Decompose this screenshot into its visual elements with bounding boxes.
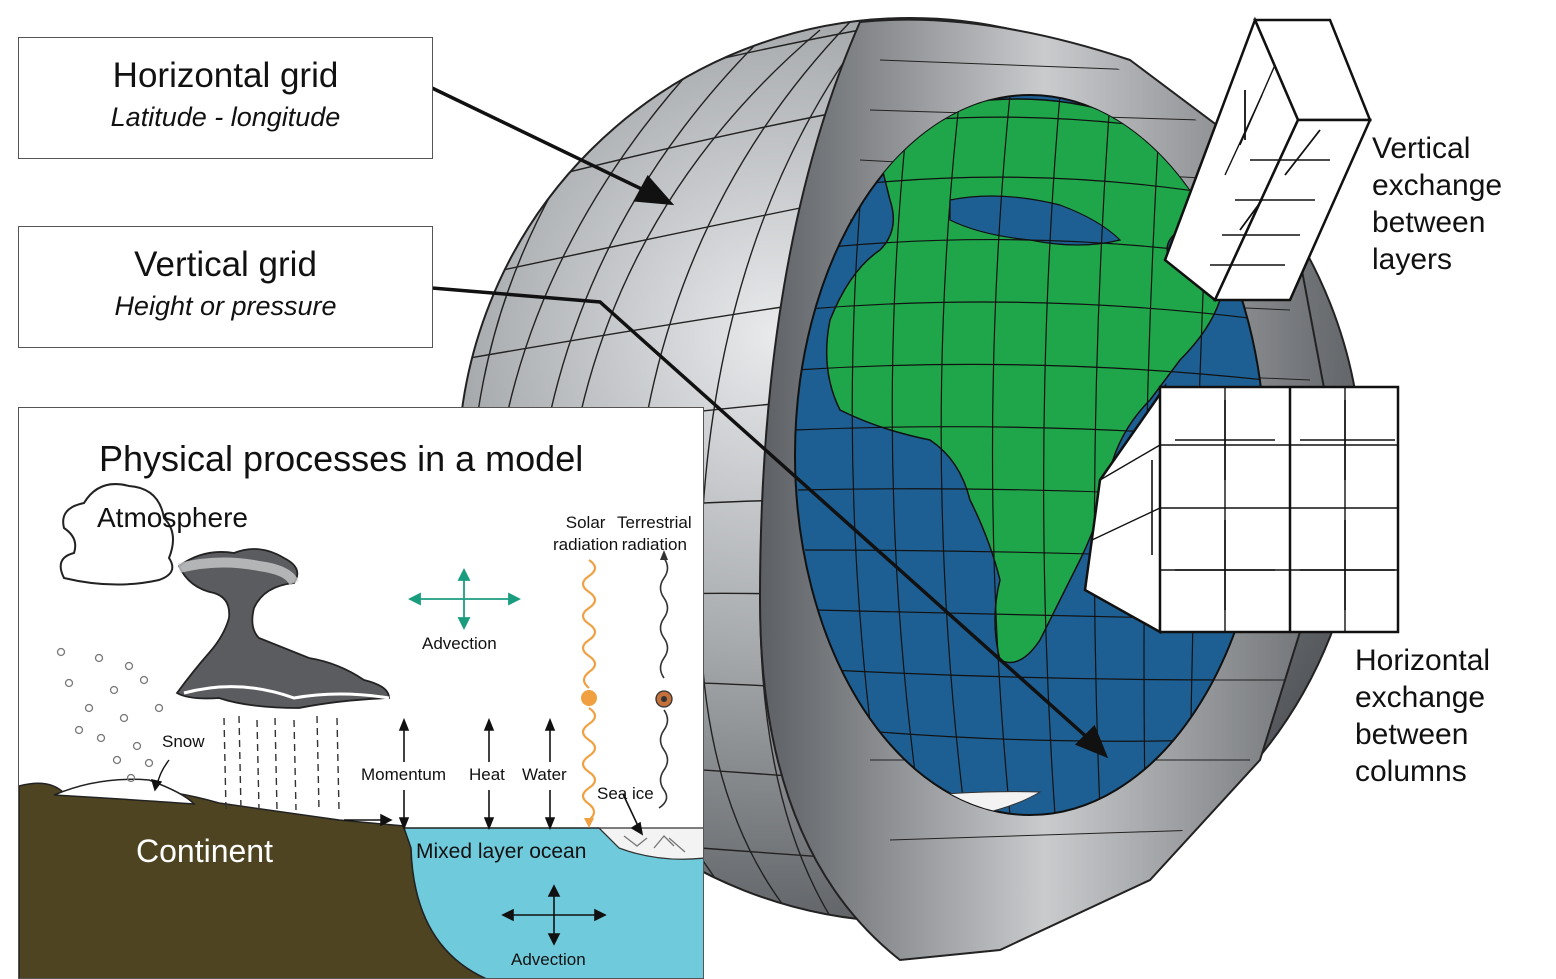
vertical-grid-subtitle: Height or pressure (114, 291, 337, 321)
advection-bottom-arrows (501, 884, 607, 946)
horizontal-columns-block (1083, 382, 1400, 635)
storm-cloud (175, 548, 390, 709)
solar-radiation-wave (581, 559, 597, 821)
atmosphere-label: Atmosphere (97, 502, 248, 533)
solar-radiation-label: Solar radiation (553, 512, 618, 556)
flux-arrows (398, 717, 644, 836)
snowflakes (56, 647, 164, 783)
physical-processes-panel: Physical processes in a model Atmosphere… (18, 407, 704, 979)
vertical-exchange-line: Vertical (1372, 132, 1471, 165)
horizontal-exchange-line: between (1355, 718, 1469, 751)
vertical-exchange-label: Vertical exchange between layers (1372, 130, 1502, 278)
vertical-column (1163, 16, 1372, 302)
panel-title: Physical processes in a model (99, 438, 584, 479)
horizontal-grid-subtitle: Latitude - longitude (110, 102, 341, 132)
horizontal-exchange-label: Horizontal exchange between columns (1355, 642, 1490, 790)
continent-label: Continent (136, 833, 273, 869)
processes-illustration (19, 483, 703, 978)
vertical-grid-title: Vertical grid (134, 245, 317, 284)
advection-top-label: Advection (422, 634, 497, 653)
sea-ice (597, 827, 703, 860)
horizontal-grid-title: Horizontal grid (112, 56, 339, 95)
vertical-exchange-line: exchange (1372, 169, 1503, 202)
horizontal-exchange-line: Horizontal (1355, 644, 1491, 677)
water-label: Water (522, 765, 567, 784)
terrestrial-line: Terrestrial (617, 513, 692, 532)
vertical-exchange-line: layers (1372, 243, 1453, 276)
momentum-label: Momentum (361, 765, 447, 784)
advection-bottom-label: Advection (511, 950, 586, 969)
heat-label: Heat (469, 765, 505, 784)
horizontal-grid-box: Horizontal grid Latitude - longitude (18, 37, 433, 159)
solar-line: Solar (565, 513, 606, 532)
advection-top-arrows (407, 567, 522, 631)
terrestrial-radiation-label: Terrestrial radiation (617, 512, 692, 556)
white-cloud (59, 483, 174, 586)
sun-dot (581, 690, 597, 706)
solar-line: radiation (553, 535, 619, 554)
rain (223, 715, 340, 811)
vertical-exchange-line: between (1372, 206, 1486, 239)
sea-ice-label: Sea ice (597, 784, 654, 803)
horizontal-exchange-line: exchange (1355, 681, 1486, 714)
snow-label: Snow (162, 732, 205, 751)
horizontal-exchange-line: columns (1355, 755, 1467, 788)
mixed-layer-ocean-label: Mixed layer ocean (416, 840, 587, 863)
vertical-grid-box: Vertical grid Height or pressure (18, 226, 433, 348)
terrestrial-radiation-wave (658, 557, 669, 809)
pointer-arrows (431, 86, 1109, 759)
terrestrial-line: radiation (621, 535, 687, 554)
